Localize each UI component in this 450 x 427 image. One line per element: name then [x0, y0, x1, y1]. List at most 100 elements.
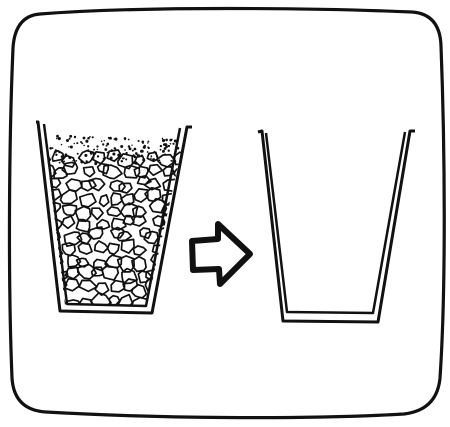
sand-grain	[72, 160, 74, 162]
sand-grain	[131, 144, 132, 145]
sand-grain	[106, 143, 109, 146]
pebble	[49, 189, 61, 200]
sand-grain	[122, 157, 124, 159]
pebble	[111, 281, 124, 292]
sand-grain	[104, 140, 106, 142]
pebble	[64, 279, 79, 291]
sand-grain	[103, 158, 105, 160]
sand-grain	[56, 138, 58, 140]
sand-grain	[69, 135, 72, 138]
sand-grain	[66, 139, 69, 142]
sand-grain	[97, 151, 98, 152]
sand-grain	[65, 154, 68, 157]
pebble	[132, 285, 147, 298]
sand-grain	[117, 154, 120, 157]
sand-grain	[135, 152, 138, 155]
sand-grain	[75, 160, 77, 162]
sand-grain	[90, 152, 93, 155]
sand-grain	[102, 143, 104, 145]
sand-grain	[83, 145, 85, 147]
sand-grain	[58, 151, 60, 153]
sand-grain	[163, 143, 166, 146]
sand-grain	[134, 156, 137, 159]
sand-grain	[134, 148, 137, 151]
pebble	[108, 243, 120, 254]
sand-grain	[164, 147, 167, 150]
sand-grain	[132, 150, 134, 152]
sand-grain	[96, 145, 98, 147]
sand-grain	[84, 154, 87, 157]
pebble	[84, 167, 95, 177]
sand-grain	[109, 137, 112, 140]
sand-grain	[56, 135, 59, 138]
sand-grain	[69, 138, 71, 140]
sand-grain	[140, 155, 143, 158]
sand-grain	[160, 149, 162, 151]
pebble	[34, 213, 49, 228]
pebble	[92, 208, 104, 219]
sand-grain	[155, 153, 156, 154]
sand-grain	[141, 140, 144, 143]
pebble	[119, 183, 132, 193]
sand-grain	[85, 140, 88, 143]
sand-grain	[93, 149, 95, 151]
sand-grain	[124, 137, 127, 140]
pebble	[121, 239, 134, 253]
sand-grain	[110, 156, 113, 159]
pebble	[37, 298, 53, 310]
sand-grain	[142, 158, 145, 161]
pebble	[178, 231, 191, 241]
pebble	[177, 206, 191, 219]
pebble	[100, 195, 109, 207]
pebble	[180, 267, 192, 277]
pebble	[78, 243, 92, 254]
sand-grain	[118, 160, 120, 162]
sand-grain	[70, 146, 73, 149]
sand-grain	[83, 137, 86, 140]
sand-grain	[92, 136, 94, 138]
sand-grain	[113, 138, 115, 140]
sand-grain	[87, 145, 89, 147]
sand-grain	[89, 136, 91, 138]
pebble	[78, 265, 96, 279]
sand-grain	[147, 140, 149, 142]
pebble	[41, 229, 56, 241]
sand-grain	[147, 142, 148, 143]
sand-grain	[147, 151, 149, 153]
pebble	[62, 216, 74, 228]
pebble	[62, 205, 76, 215]
pebble	[178, 295, 193, 307]
pebble	[180, 285, 194, 297]
sand-grain	[104, 148, 107, 151]
sand-grain	[112, 152, 115, 155]
sand-grain	[135, 163, 137, 165]
sand-grain	[49, 147, 52, 150]
sand-grain	[95, 161, 98, 164]
sand-grain	[97, 149, 98, 150]
sand-grain	[120, 145, 123, 148]
pebble	[36, 266, 54, 280]
pebble	[110, 181, 125, 192]
sand-grain	[85, 160, 87, 162]
pebble	[35, 284, 48, 296]
pebble	[121, 194, 134, 205]
sand-grain	[137, 154, 140, 157]
pebble	[122, 269, 137, 284]
sand-grain	[121, 160, 123, 162]
sand-grain	[107, 152, 109, 154]
sand-grain	[140, 151, 142, 153]
sand-grain	[156, 155, 158, 157]
sand-grain	[81, 142, 83, 144]
pebble	[48, 295, 65, 308]
pebble	[175, 260, 187, 269]
sand-grain	[165, 139, 168, 142]
sand-grain	[74, 136, 76, 138]
sand-grain	[170, 160, 172, 162]
sand-grain	[164, 153, 166, 155]
sand-grain	[162, 150, 165, 153]
pebble	[66, 179, 82, 191]
pebble	[162, 292, 179, 307]
sand-grain	[172, 143, 174, 145]
pebble	[150, 292, 167, 307]
